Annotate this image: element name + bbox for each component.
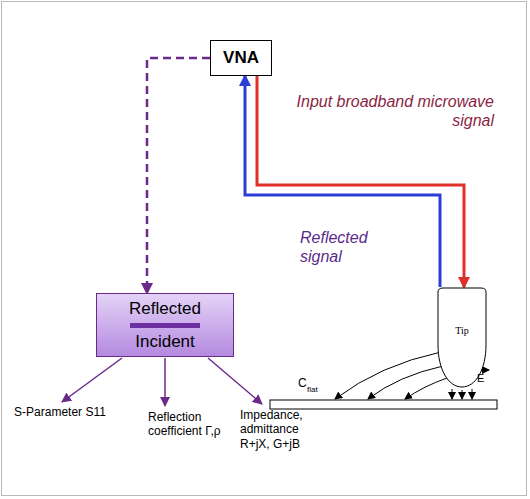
signal-label: Input broadband microwave signal <box>296 92 494 130</box>
node-text: VNA <box>223 48 259 68</box>
instrument-box: VNA <box>210 40 272 76</box>
signal-connector <box>147 58 210 293</box>
output-label: Impedance, admittance R+jX, G+jB <box>240 408 312 451</box>
node-text: Tip <box>455 325 469 336</box>
subscript-label: flat <box>307 385 331 395</box>
ratio-box: ReflectedIncident <box>96 293 234 357</box>
divider-bar <box>130 323 200 328</box>
output-label: Reflection coefficient Γ,ρ <box>148 410 240 439</box>
sample-surface <box>270 400 497 409</box>
output-arrows <box>62 358 262 406</box>
node-text: Incident <box>135 332 195 352</box>
node-text: Reflected <box>129 299 201 319</box>
signal-label: Reflected signal <box>300 228 392 266</box>
field-symbol: E <box>477 372 489 385</box>
output-label: S-Parameter S11 <box>14 405 106 419</box>
